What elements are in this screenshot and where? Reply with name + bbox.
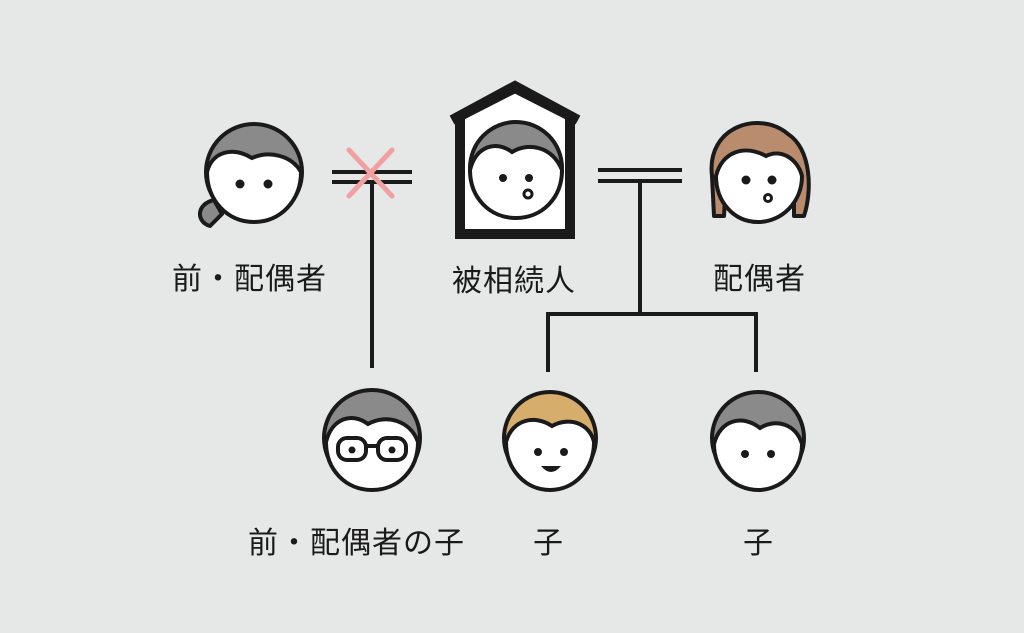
decedent-portrait-frame	[449, 80, 581, 239]
relationship-lines	[332, 168, 758, 372]
decedent-label: 被相続人	[452, 264, 576, 299]
spouse-avatar	[709, 121, 811, 225]
former-spouse-child-label: 前・配偶者の子	[248, 526, 465, 561]
child-2-label: 子	[743, 526, 774, 561]
child-2-avatar	[710, 390, 806, 493]
divorce-cross-icon	[346, 147, 395, 199]
decedent-avatar	[467, 120, 565, 221]
spouse-label: 配偶者	[713, 262, 806, 297]
former-spouse-label: 前・配偶者	[172, 262, 327, 297]
former-spouse-child-avatar	[322, 388, 422, 493]
child-1-label: 子	[533, 526, 564, 561]
former-spouse-avatar	[198, 122, 304, 228]
child-1-avatar	[502, 390, 598, 493]
